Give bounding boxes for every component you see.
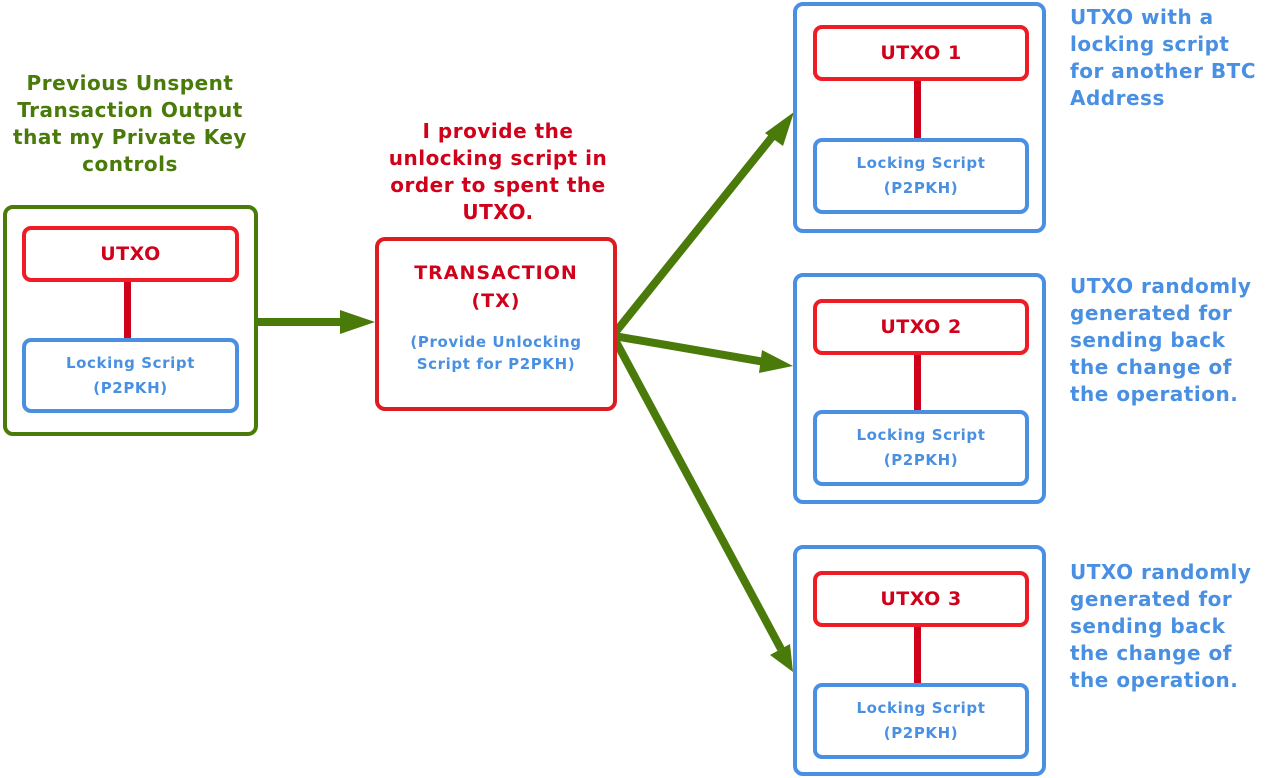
- output-utxo1-box: UTXO 1: [813, 25, 1029, 81]
- transaction-caption-line: I provide the: [422, 119, 574, 143]
- source-caption-line: that my Private Key: [13, 125, 247, 149]
- note-line: generated for: [1070, 301, 1233, 325]
- output-utxo2-note: UTXO randomly generated for sending back…: [1070, 273, 1251, 408]
- arrow-transaction-to-utxo2: [613, 332, 793, 373]
- transaction-subtitle: (Provide Unlocking Script for P2PKH): [379, 331, 613, 375]
- note-line: the operation.: [1070, 668, 1239, 692]
- note-line: UTXO randomly: [1070, 274, 1252, 298]
- locking-script-type: (P2PKH): [93, 378, 168, 397]
- note-line: locking script: [1070, 32, 1230, 56]
- transaction-caption-line: UTXO.: [462, 200, 534, 224]
- arrow-source-to-transaction: [256, 310, 375, 334]
- output-utxo2-box: UTXO 2: [813, 299, 1029, 355]
- arrow-transaction-to-utxo1: [610, 112, 794, 337]
- note-line: the change of: [1070, 641, 1232, 665]
- output-utxo1-connector: [914, 81, 921, 138]
- locking-script-type: (P2PKH): [883, 724, 959, 742]
- locking-script-type: (P2PKH): [883, 179, 959, 197]
- transaction-caption-line: order to spent the: [390, 173, 606, 197]
- source-caption-line: Previous Unspent: [26, 71, 234, 95]
- output-utxo2-label: UTXO 2: [880, 316, 962, 338]
- source-caption-line: Transaction Output: [17, 98, 243, 122]
- transaction-title-line: (TX): [471, 290, 521, 312]
- locking-script-label: Locking Script: [856, 154, 986, 172]
- output-utxo3-locking-script-box: Locking Script (P2PKH): [813, 683, 1029, 759]
- transaction-title-line: TRANSACTION: [414, 262, 578, 284]
- note-line: for another BTC: [1070, 59, 1256, 83]
- transaction-subtitle-line: (Provide Unlocking: [410, 333, 582, 351]
- note-line: UTXO with a: [1070, 5, 1214, 29]
- output-utxo1-label: UTXO 1: [880, 42, 962, 64]
- transaction-title: TRANSACTION (TX): [379, 259, 613, 315]
- locking-script-type: (P2PKH): [883, 451, 959, 469]
- note-line: UTXO randomly: [1070, 560, 1252, 584]
- source-caption: Previous Unspent Transaction Output that…: [0, 70, 260, 178]
- output-utxo3-connector: [914, 627, 921, 684]
- transaction-caption: I provide the unlocking script in order …: [368, 118, 628, 226]
- transaction-caption-line: unlocking script in: [388, 146, 608, 170]
- transaction-node: TRANSACTION (TX) (Provide Unlocking Scri…: [375, 237, 617, 411]
- source-utxo-label: UTXO: [100, 243, 161, 265]
- note-line: sending back: [1070, 614, 1226, 638]
- note-line: generated for: [1070, 587, 1233, 611]
- source-locking-script-box: Locking Script (P2PKH): [22, 338, 239, 413]
- output-utxo3-label: UTXO 3: [880, 588, 962, 610]
- transaction-subtitle-line: Script for P2PKH): [416, 355, 576, 373]
- output-utxo2-locking-script-box: Locking Script (P2PKH): [813, 410, 1029, 486]
- output-utxo3-box: UTXO 3: [813, 571, 1029, 627]
- note-line: the change of: [1070, 355, 1232, 379]
- locking-script-label: Locking Script: [856, 699, 986, 717]
- note-line: Address: [1070, 86, 1165, 110]
- output-utxo3-note: UTXO randomly generated for sending back…: [1070, 559, 1251, 694]
- note-line: sending back: [1070, 328, 1226, 352]
- source-utxo-box: UTXO: [22, 226, 239, 282]
- output-utxo1-locking-script-box: Locking Script (P2PKH): [813, 138, 1029, 214]
- arrow-transaction-to-utxo3: [610, 336, 793, 672]
- note-line: the operation.: [1070, 382, 1239, 406]
- output-utxo1-note: UTXO with a locking script for another B…: [1070, 4, 1256, 112]
- source-connector: [124, 282, 131, 338]
- locking-script-label: Locking Script: [856, 426, 986, 444]
- locking-script-label: Locking Script: [65, 353, 196, 372]
- output-utxo2-connector: [914, 355, 921, 412]
- source-caption-line: controls: [82, 152, 178, 176]
